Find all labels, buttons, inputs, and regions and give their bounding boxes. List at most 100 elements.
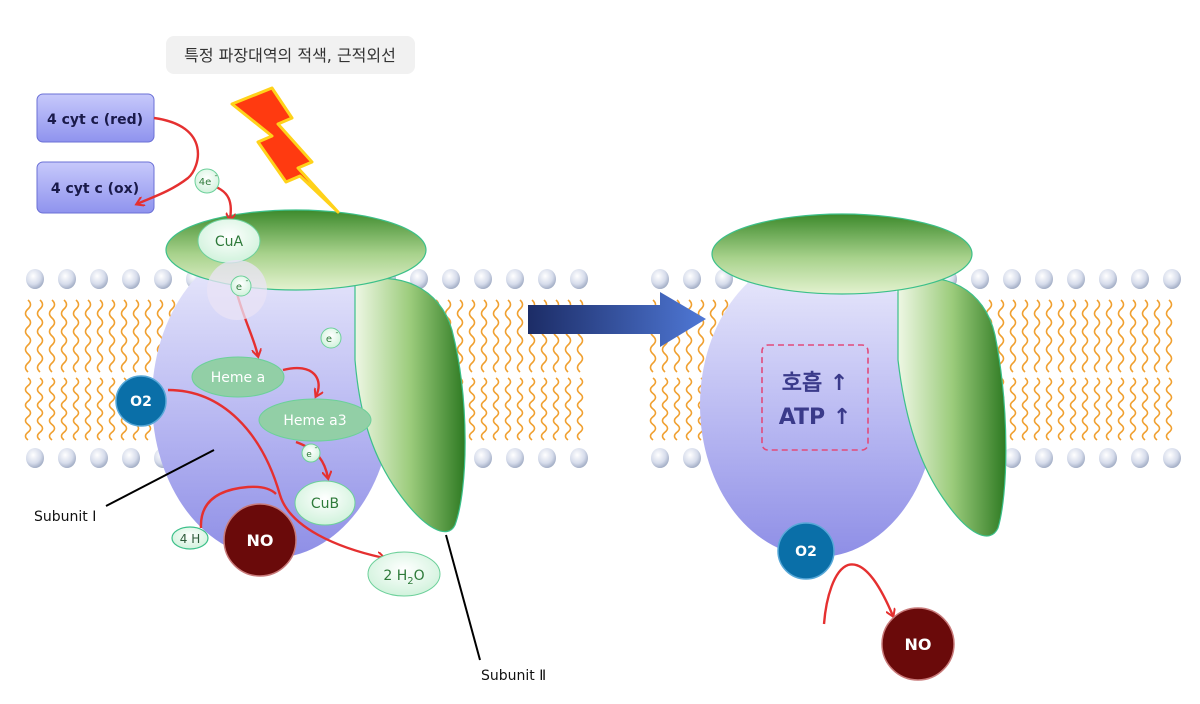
lipid-tail: [1009, 299, 1017, 373]
lipid-head: [1003, 448, 1021, 468]
lipid-head: [26, 448, 44, 468]
lipid-tail: [1165, 299, 1173, 373]
lightning-bolt-icon: [230, 86, 340, 214]
lipid-tail: [1141, 377, 1149, 441]
lipid-head: [26, 269, 44, 289]
lipid-head: [1035, 448, 1053, 468]
lipid-tail: [456, 299, 464, 373]
lipid-head: [1003, 269, 1021, 289]
lipid-tail: [72, 299, 80, 373]
lipid-tail: [1093, 299, 1101, 373]
lipid-head: [538, 269, 556, 289]
lipid-tail: [480, 299, 488, 373]
subunit-two-body-right: [897, 277, 1007, 537]
lipid-tail: [516, 299, 524, 373]
lipid-tail: [1033, 299, 1041, 373]
lipid-head: [971, 269, 989, 289]
lipid-tail: [1129, 377, 1137, 441]
lipid-tail: [564, 377, 572, 441]
lipid-tail: [1129, 299, 1137, 373]
lipid-head: [506, 269, 524, 289]
lipid-tail: [1057, 377, 1065, 441]
heme-a3-label: Heme a3: [283, 413, 346, 429]
water-molecule: 2 H2O: [367, 551, 441, 597]
lipid-tail: [697, 299, 705, 373]
subunit-two-cap-right: [711, 213, 973, 295]
lipid-tail: [649, 377, 657, 441]
lipid-head: [683, 269, 701, 289]
lipid-head: [538, 448, 556, 468]
lipid-head: [122, 448, 140, 468]
cua-node: CuA: [197, 218, 261, 264]
lipid-tail: [108, 299, 116, 373]
lipid-head: [683, 448, 701, 468]
lipid-tail: [1141, 299, 1149, 373]
lipid-tail: [108, 377, 116, 441]
cytc-ox-label: 4 cyt c (ox): [51, 181, 139, 197]
lipid-tail: [36, 299, 44, 373]
lipid-head: [474, 448, 492, 468]
lipid-tail: [504, 377, 512, 441]
lipid-tail: [1165, 377, 1173, 441]
lipid-tail: [1045, 299, 1053, 373]
arrow-o2-to-water: [167, 388, 384, 558]
lipid-head: [1099, 448, 1117, 468]
electron-free: e -: [320, 327, 342, 349]
protons: 4 H: [171, 526, 209, 550]
atp-label: ATP ↑: [779, 405, 852, 430]
lipid-head: [410, 269, 428, 289]
electron-4e: 4e -: [194, 168, 220, 194]
lipid-tail: [1105, 299, 1113, 373]
lipid-tail: [1009, 377, 1017, 441]
lipid-tail: [96, 299, 104, 373]
lipid-tail: [1045, 377, 1053, 441]
lipid-head: [1067, 448, 1085, 468]
lipid-tail: [144, 299, 152, 373]
lipid-head: [1131, 448, 1149, 468]
arrow-protons: [199, 485, 277, 529]
electron-2-label: e: [326, 334, 332, 345]
subunit-one-pointer: [105, 449, 215, 507]
lipid-tail: [540, 377, 548, 441]
lipid-tail: [1057, 299, 1065, 373]
o2-molecule-right: O2: [777, 522, 835, 580]
arrow-heme-a-to-heme-a3: [282, 367, 319, 396]
subunit-two-pointer: [445, 534, 481, 661]
lipid-head: [122, 269, 140, 289]
electron-4e-label: 4e: [199, 177, 212, 188]
lipid-tail: [673, 377, 681, 441]
cua-label: CuA: [215, 234, 244, 250]
lipid-head: [1131, 269, 1149, 289]
lipid-tail: [1117, 299, 1125, 373]
lipid-tail: [96, 377, 104, 441]
lipid-tail: [468, 299, 476, 373]
heme-a3-node: Heme a3: [258, 398, 372, 442]
cytc-ox-box: [36, 161, 155, 214]
o2-label-right: O2: [795, 544, 817, 560]
lipid-tail: [528, 377, 536, 441]
electron-3-label: e: [306, 450, 312, 460]
arrow-right-to-no: [822, 563, 893, 625]
lipid-head: [90, 448, 108, 468]
lipid-tail: [1021, 299, 1029, 373]
cub-label: CuB: [311, 496, 339, 512]
respiration-label: 호흡 ↑: [782, 371, 849, 396]
lipid-tail: [1153, 377, 1161, 441]
lipid-tail: [552, 377, 560, 441]
lipid-head: [1067, 269, 1085, 289]
lipid-head: [651, 269, 669, 289]
lipid-tail: [1081, 377, 1089, 441]
lipid-head: [154, 269, 172, 289]
lipid-head: [506, 448, 524, 468]
lipid-head: [90, 269, 108, 289]
no-label-right: NO: [905, 635, 932, 654]
electron-1-charge: -: [246, 276, 249, 285]
lipid-tail: [480, 377, 488, 441]
lipid-tail: [576, 377, 584, 441]
lipid-head: [58, 269, 76, 289]
water-label: 2 H2O: [383, 568, 424, 587]
wavelength-label: 특정 파장대역의 적색, 근적외선: [184, 46, 396, 65]
lipid-tail: [997, 299, 1005, 373]
result-box: [761, 344, 869, 451]
water-subscript: 2: [407, 576, 413, 587]
